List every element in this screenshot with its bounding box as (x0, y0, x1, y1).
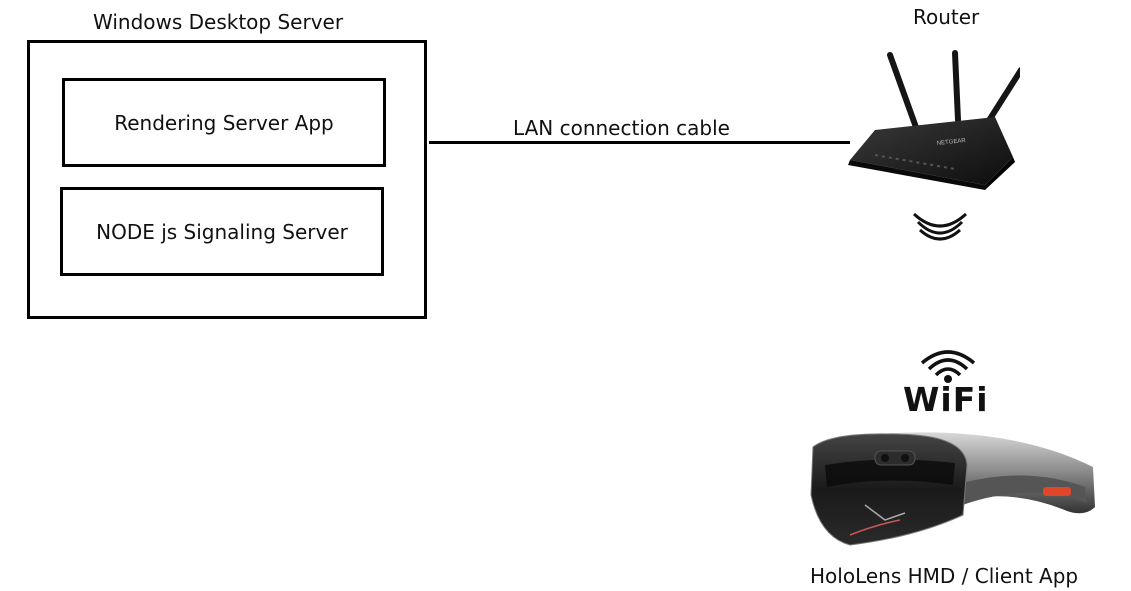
server-title: Windows Desktop Server (93, 10, 344, 34)
router-icon: NETGEAR (848, 50, 1020, 190)
wifi-icon (920, 350, 976, 383)
lan-cable-label: LAN connection cable (513, 116, 730, 140)
lan-cable-line (429, 141, 850, 144)
router-brand-text: NETGEAR (937, 138, 967, 147)
rendering-server-app-box: Rendering Server App (62, 78, 386, 167)
hololens-headset-icon (810, 432, 1095, 546)
signaling-server-box: NODE js Signaling Server (60, 187, 384, 276)
wifi-label: WiFi (903, 380, 989, 419)
client-label: HoloLens HMD / Client App (810, 564, 1079, 588)
signal-waves-icon (912, 212, 968, 241)
router-label: Router (913, 5, 980, 29)
